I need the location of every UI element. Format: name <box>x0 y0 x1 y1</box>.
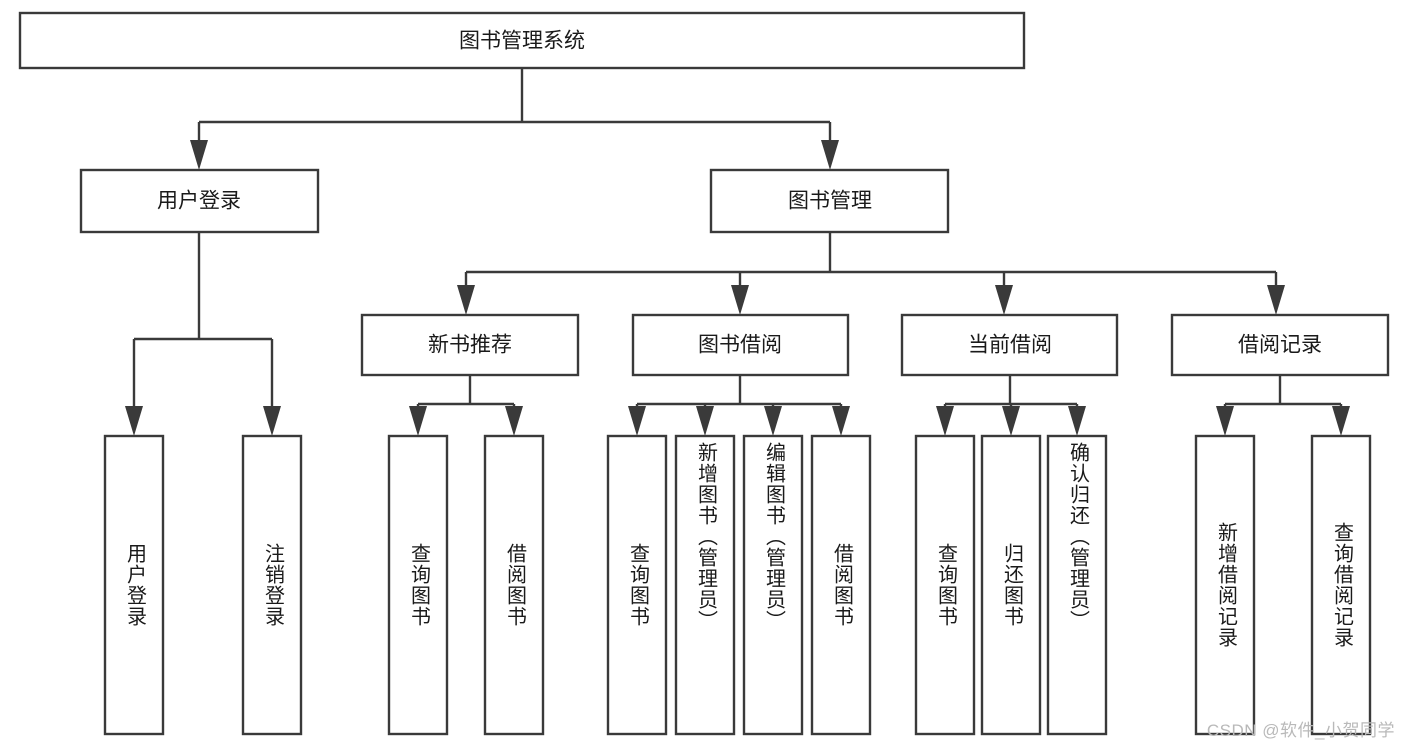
node-box-leaf-bb-edit-book[interactable] <box>742 434 804 736</box>
arrow-head-cb-leaf-2 <box>1002 406 1020 436</box>
node-box-root[interactable] <box>18 11 1026 70</box>
node-box-leaf-nbr-query-book[interactable] <box>387 434 449 736</box>
node-box-user-login[interactable] <box>79 168 320 234</box>
node-label-new-book-recommend: 新书推荐 <box>428 334 512 357</box>
arrow-head-cb-leaf-1 <box>936 406 954 436</box>
arrow-head-bb-leaf-1 <box>628 406 646 436</box>
node-box-leaf-user-login[interactable] <box>103 434 165 736</box>
node-box-leaf-cb-confirm-return[interactable] <box>1046 434 1108 736</box>
node-box-current-borrow[interactable] <box>900 313 1119 377</box>
node-label-current-borrow: 当前借阅 <box>968 334 1052 357</box>
arrow-head-leaf-logout <box>263 406 281 436</box>
arrow-head-br-leaf-2 <box>1332 406 1350 436</box>
arrow-head-current-borrow <box>995 285 1013 315</box>
arrow-head-bb-leaf-2 <box>696 406 714 436</box>
arrow-head-bb-leaf-4 <box>832 406 850 436</box>
watermark-text: CSDN @软件_小贺同学 <box>1206 721 1395 740</box>
node-box-leaf-br-add-record[interactable] <box>1194 434 1256 736</box>
arrow-head-nbr-leaf-2 <box>505 406 523 436</box>
arrow-head-leaf-user-login <box>125 406 143 436</box>
node-box-leaf-bb-query-book[interactable] <box>606 434 668 736</box>
arrow-head-bb-leaf-3 <box>764 406 782 436</box>
arrow-head-borrow-record <box>1267 285 1285 315</box>
node-box-leaf-cb-query-book[interactable] <box>914 434 976 736</box>
node-box-leaf-logout[interactable] <box>241 434 303 736</box>
arrow-head-book-borrow <box>731 285 749 315</box>
arrow-head-book-mgmt <box>821 140 839 170</box>
node-label-borrow-record: 借阅记录 <box>1238 334 1322 357</box>
node-label-book-borrow: 图书借阅 <box>698 334 782 357</box>
node-box-new-book-recommend[interactable] <box>360 313 580 377</box>
arrow-head-user-login <box>190 140 208 170</box>
arrow-head-nbr-leaf-1 <box>409 406 427 436</box>
node-box-leaf-cb-return-book[interactable] <box>980 434 1042 736</box>
node-box-book-management[interactable] <box>709 168 950 234</box>
arrow-head-cb-leaf-3 <box>1068 406 1086 436</box>
node-box-borrow-record[interactable] <box>1170 313 1390 377</box>
node-box-leaf-bb-add-book[interactable] <box>674 434 736 736</box>
node-box-book-borrow[interactable] <box>631 313 850 377</box>
node-box-leaf-br-query-record[interactable] <box>1310 434 1372 736</box>
node-label-user-login: 用户登录 <box>157 190 241 213</box>
node-box-leaf-bb-borrow-book[interactable] <box>810 434 872 736</box>
node-box-leaf-nbr-borrow-book[interactable] <box>483 434 545 736</box>
node-label-book-management: 图书管理 <box>788 190 872 213</box>
arrow-head-new-book-rec <box>457 285 475 315</box>
node-label-root: 图书管理系统 <box>459 30 585 53</box>
arrow-head-br-leaf-1 <box>1216 406 1234 436</box>
